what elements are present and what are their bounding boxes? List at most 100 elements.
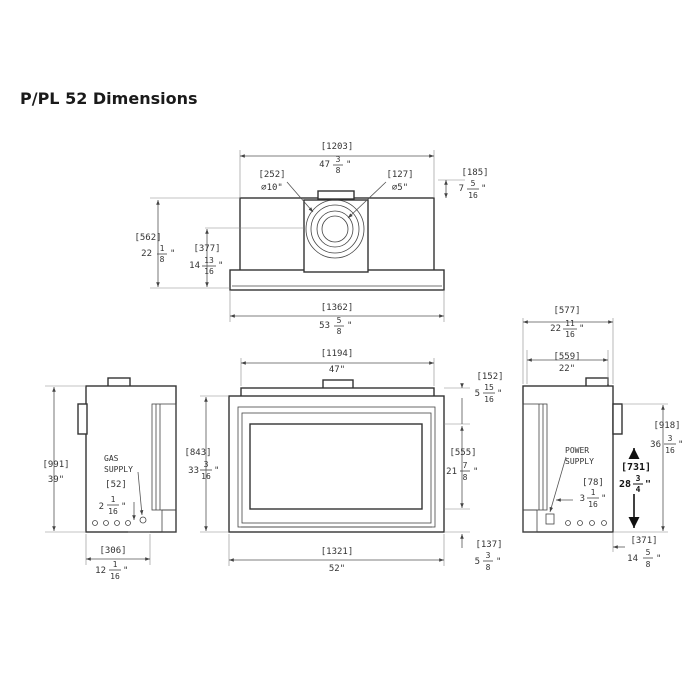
power-box: [545, 513, 555, 525]
right-bottom-in-whole: 14: [627, 554, 638, 564]
bottom-in-whole: 5: [475, 557, 480, 567]
right-height-in-num: 3: [668, 434, 673, 443]
glass-in-num: 7: [463, 461, 468, 470]
center-in-num: 13: [204, 256, 214, 265]
hood-in-whole: 5: [475, 389, 480, 399]
left-vent-stub: [77, 403, 88, 435]
bottom-in-num: 3: [486, 551, 491, 560]
right-bottom-in-num: 5: [646, 548, 651, 557]
right-height-in-den: 16: [665, 446, 675, 455]
bottom-in-den: 8: [486, 563, 491, 572]
base-in-whole: 53: [319, 321, 330, 331]
depth-in-num: 1: [160, 244, 165, 253]
offset-in-num: 5: [471, 179, 476, 188]
glass-in-den: 8: [463, 473, 468, 482]
right-height-in-whole: 36: [650, 440, 661, 450]
depth-mm: [562]: [134, 233, 161, 243]
top-width-in-whole: 47: [319, 160, 330, 170]
svg-text:": ": [214, 466, 219, 476]
right-depth-in-whole: 22: [550, 324, 561, 334]
gas-inlet: [139, 516, 147, 524]
svg-text:": ": [123, 566, 128, 576]
left-depth-in-num: 1: [113, 560, 118, 569]
offset-in-whole: 7: [459, 184, 464, 194]
svg-text:": ": [346, 160, 351, 170]
gas-supply-label-2: SUPPLY: [104, 465, 133, 474]
svg-text:": ": [645, 479, 651, 490]
vent-inner-mm: [127]: [386, 170, 413, 180]
power-supply-label-1: POWER: [565, 446, 589, 455]
svg-text:": ": [496, 557, 501, 567]
inner-mm: [559]: [553, 352, 580, 362]
power-height-in-den: 4: [636, 485, 641, 494]
front-height-in-whole: 33: [188, 466, 199, 476]
svg-text:": ": [170, 249, 175, 259]
front-base-mm: [1321]: [321, 547, 354, 557]
top-width-in-num: 3: [336, 155, 341, 164]
vent-outer-circle: [305, 199, 365, 259]
right-bottom-mm: [371]: [630, 536, 657, 546]
power-height-mm: [731]: [621, 462, 651, 473]
front-height-mm: [843]: [184, 448, 211, 458]
center-in-whole: 14: [189, 261, 200, 271]
top-width-mm: [1203]: [321, 142, 354, 152]
front-top-mm: [1194]: [321, 349, 354, 359]
gas-mm: [52]: [105, 480, 127, 490]
svg-text:": ": [481, 184, 486, 194]
glass-in-whole: 21: [446, 467, 457, 477]
offset-in-den: 16: [468, 191, 478, 200]
center-mm: [377]: [193, 244, 220, 254]
front-height-in-num: 3: [204, 460, 209, 469]
top-view: [1203] 47 3 8 " [252] ∅10" [127] ∅5" [18…: [134, 142, 488, 336]
right-depth-in-den: 16: [565, 330, 575, 339]
depth-in-den: 8: [160, 255, 165, 264]
hood-in-num: 15: [484, 383, 494, 392]
power-supply-label-2: SUPPLY: [565, 457, 594, 466]
page-title: P/PL 52 Dimensions: [20, 89, 198, 108]
left-side-view: [991] 39" GAS SUPPLY [52] 2 1 16 " [306]…: [42, 377, 177, 581]
svg-text:": ": [347, 321, 352, 331]
left-height-in: 39": [48, 475, 64, 485]
power-offset-in-den: 16: [588, 500, 598, 509]
right-side-view: [577] 22 11 16 " [559] 22" POWER SUPPLY …: [522, 306, 683, 569]
vent-inner-circle: [316, 210, 354, 248]
vent-outer-in: ∅10": [261, 183, 283, 193]
svg-text:": ": [601, 494, 606, 504]
front-view: [1194] 47" [843] 33 3 16 " [152] 5 15 16…: [184, 349, 503, 574]
left-depth-in-den: 16: [110, 572, 120, 581]
front-top-in: 47": [329, 365, 345, 375]
gas-in-num: 1: [111, 495, 116, 504]
power-height-in-num: 3: [636, 474, 641, 483]
top-width-in-den: 8: [336, 166, 341, 175]
vent-outer-mm: [252]: [258, 170, 285, 180]
power-height-in-whole: 28: [619, 479, 631, 490]
inner-in: 22": [559, 364, 575, 374]
top-vent-collar: [317, 190, 355, 200]
hood-in-den: 16: [484, 395, 494, 404]
gas-supply-label-1: GAS: [104, 454, 119, 463]
power-offset-mm: [78]: [582, 478, 604, 488]
right-view-housing: [522, 385, 614, 533]
svg-text:": ": [473, 467, 478, 477]
svg-text:": ": [121, 502, 126, 512]
right-depth-in-num: 11: [565, 319, 575, 328]
gas-in-den: 16: [108, 507, 118, 516]
svg-text:": ": [656, 554, 661, 564]
svg-text:": ": [579, 324, 584, 334]
svg-text:": ": [218, 261, 223, 271]
right-bottom-in-den: 8: [646, 560, 651, 569]
hood-mm: [152]: [476, 372, 503, 382]
front-base-in: 52": [329, 564, 345, 574]
vent-plate: [303, 199, 369, 273]
glass-mm: [555]: [449, 448, 476, 458]
glass-panel: [249, 423, 423, 510]
left-height-mm: [991]: [42, 460, 69, 470]
svg-text:": ": [497, 389, 502, 399]
right-height-mm: [918]: [653, 421, 680, 431]
center-in-den: 16: [204, 267, 214, 276]
power-offset-in-whole: 3: [580, 494, 585, 504]
right-vent-stub: [612, 403, 623, 435]
gas-in-whole: 2: [99, 502, 104, 512]
depth-in-whole: 22: [141, 249, 152, 259]
